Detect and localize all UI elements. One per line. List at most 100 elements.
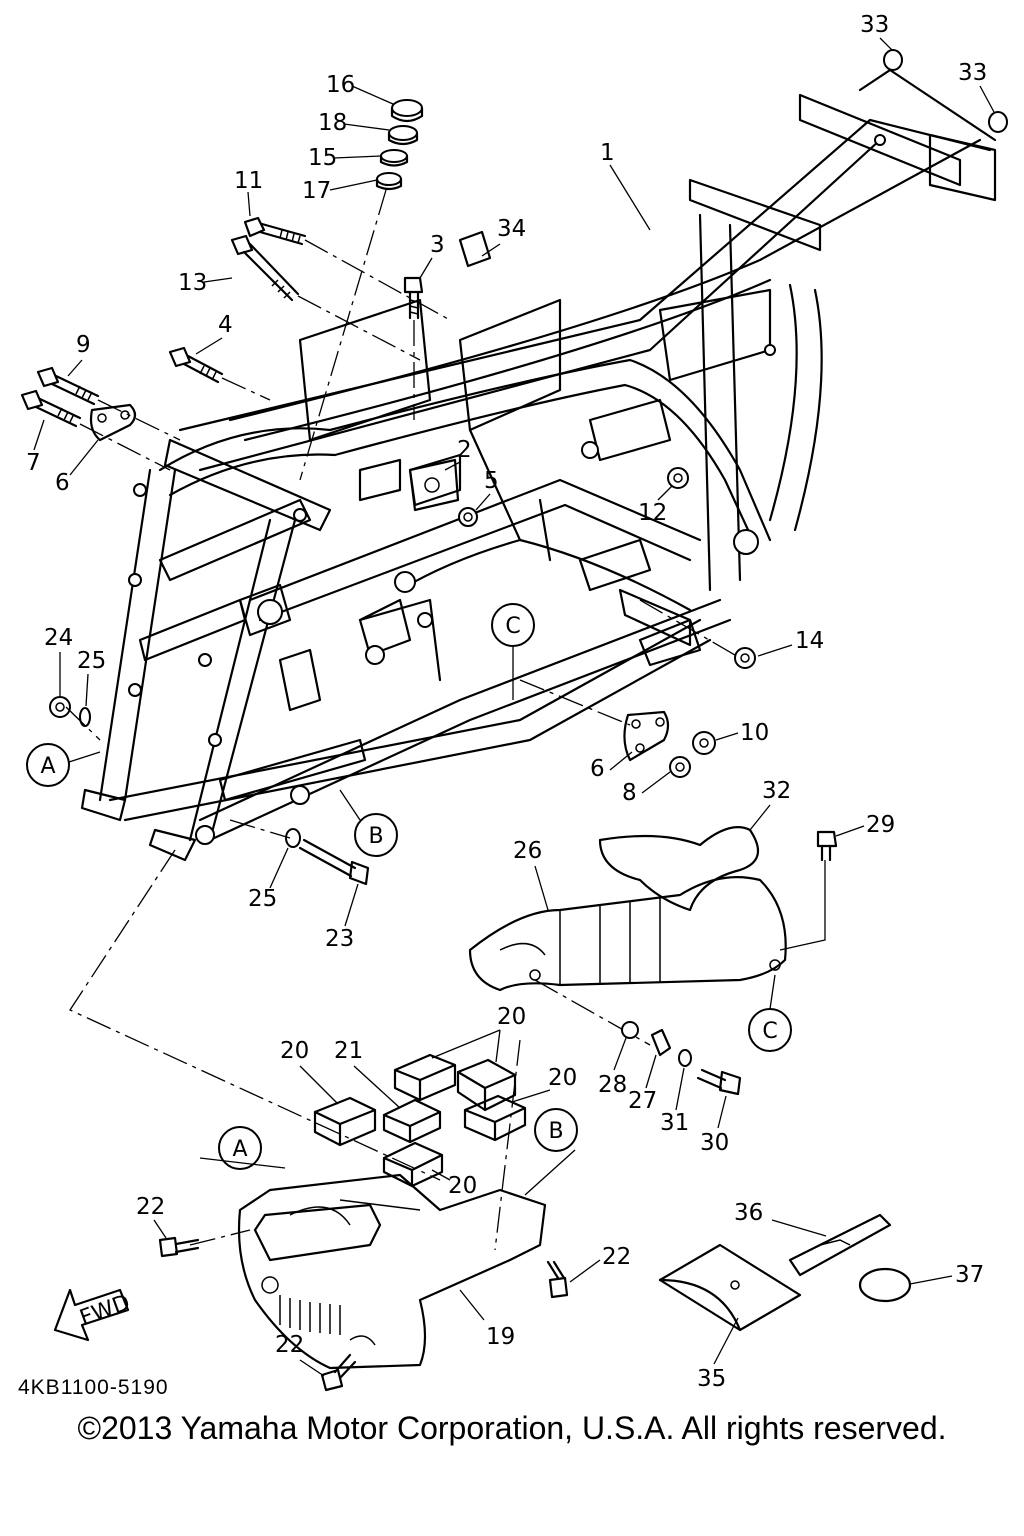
- part-label-14: 14: [795, 628, 824, 654]
- tool-36: [788, 1213, 892, 1277]
- bushing-16: [390, 99, 424, 123]
- skid-plate-19: [237, 1173, 547, 1370]
- bolt-7: [20, 389, 82, 428]
- nut-10: [692, 731, 716, 755]
- callout-a-upper-letter: A: [40, 754, 55, 779]
- part-label-20-bottom: 20: [448, 1173, 477, 1199]
- part-label-20-top: 20: [497, 1004, 526, 1030]
- callout-c-lower-letter: C: [762, 1019, 777, 1044]
- callout-c-lower: C: [748, 974, 792, 1052]
- copyright-notice: ©2013 Yamaha Motor Corporation, U.S.A. A…: [77, 1410, 947, 1446]
- heat-shield-26: [468, 876, 787, 992]
- part-label-27: 27: [628, 1088, 657, 1114]
- part-label-26: 26: [513, 838, 542, 864]
- plate-6-upper: [89, 403, 137, 442]
- bolt-29: [816, 830, 838, 862]
- part-label-7: 7: [26, 450, 41, 476]
- nut-5: [458, 507, 478, 527]
- part-label-24: 24: [44, 625, 73, 651]
- bushing-15: [379, 149, 409, 167]
- hardware-group: [20, 49, 1008, 886]
- nut-14: [734, 647, 756, 669]
- part-label-30: 30: [700, 1130, 729, 1156]
- part-label-16: 16: [326, 72, 355, 98]
- part-label-15: 15: [308, 145, 337, 171]
- callout-b-lower: B: [524, 1108, 578, 1196]
- diagram-code: 4KB1100-5190: [18, 1376, 169, 1399]
- callout-a-lower: A: [199, 1126, 286, 1170]
- part-label-6-lower: 6: [590, 756, 605, 782]
- fwd-label: FWD: [77, 1290, 134, 1331]
- callout-a-lower-letter: A: [232, 1137, 247, 1162]
- bolt-4: [168, 346, 224, 384]
- hardware-27-28-30-31: [621, 1021, 742, 1096]
- nut-12: [667, 467, 689, 489]
- part-label-1: 1: [600, 140, 615, 166]
- part-label-25-lower: 25: [248, 886, 277, 912]
- washer-25-lower: [285, 828, 301, 848]
- part-label-5: 5: [484, 468, 499, 494]
- tool-bag-35: [658, 1243, 802, 1332]
- bolt-11: [243, 216, 307, 246]
- part-label-6-upper: 6: [55, 470, 70, 496]
- part-label-22-right: 22: [602, 1244, 631, 1270]
- part-label-8: 8: [622, 780, 637, 806]
- part-label-35: 35: [697, 1366, 726, 1392]
- nut-24: [49, 696, 71, 718]
- heat-shield-32: [598, 826, 760, 912]
- part-label-37: 37: [955, 1262, 984, 1288]
- part-label-22-bottom: 22: [275, 1332, 304, 1358]
- part-label-21: 21: [334, 1038, 363, 1064]
- callout-c-upper-letter: C: [505, 614, 520, 639]
- bolt-23: [298, 838, 370, 886]
- part-label-36: 36: [734, 1200, 763, 1226]
- part-label-11: 11: [234, 168, 263, 194]
- part-label-20-left: 20: [280, 1038, 309, 1064]
- label-34: [458, 230, 492, 268]
- cap-33-left: [883, 49, 903, 71]
- part-label-33-right: 33: [958, 60, 987, 86]
- bolt-3: [403, 276, 424, 320]
- bushing-17: [375, 172, 403, 191]
- part-label-23: 23: [325, 926, 354, 952]
- cap-33-right: [988, 111, 1008, 133]
- part-label-18: 18: [318, 110, 347, 136]
- callout-b-upper-letter: B: [368, 824, 383, 849]
- ring-37: [858, 1267, 912, 1303]
- part-label-19: 19: [486, 1324, 515, 1350]
- bolts-22: [158, 1236, 569, 1392]
- part-labels: 33 33 16 18 15 17 1 11 3 34 13 4 9 7 6 2…: [26, 12, 995, 1392]
- part-label-31: 31: [660, 1110, 689, 1136]
- bracket-2: [408, 458, 460, 512]
- bushing-18: [387, 125, 419, 146]
- part-label-20-right: 20: [548, 1065, 577, 1091]
- part-label-2: 2: [457, 437, 472, 463]
- part-label-33-left: 33: [860, 12, 889, 38]
- part-label-3: 3: [430, 232, 445, 258]
- part-label-12: 12: [638, 500, 667, 526]
- frame-assembly: [80, 68, 997, 862]
- nut-8: [669, 756, 691, 778]
- part-label-34: 34: [497, 216, 526, 242]
- part-label-22-left: 22: [136, 1194, 165, 1220]
- fwd-arrow: FWD: [53, 1288, 134, 1342]
- part-label-10: 10: [740, 720, 769, 746]
- callout-c-upper: C: [491, 603, 535, 700]
- part-label-17: 17: [302, 178, 331, 204]
- washer-25-left: [79, 707, 91, 727]
- part-label-29: 29: [866, 812, 895, 838]
- callout-a-upper: A: [26, 743, 101, 787]
- part-label-32: 32: [762, 778, 791, 804]
- part-label-4: 4: [218, 312, 233, 338]
- part-label-25-left: 25: [77, 648, 106, 674]
- damper-blocks: [313, 1053, 527, 1188]
- plate-6-lower: [623, 710, 670, 762]
- part-label-28: 28: [598, 1072, 627, 1098]
- assembly-center-lines: [65, 189, 826, 1251]
- bolt-13: [230, 234, 300, 302]
- callout-b-upper: B: [339, 789, 398, 857]
- bolt-9: [36, 366, 100, 406]
- callout-b-lower-letter: B: [548, 1119, 563, 1144]
- part-label-13: 13: [178, 270, 207, 296]
